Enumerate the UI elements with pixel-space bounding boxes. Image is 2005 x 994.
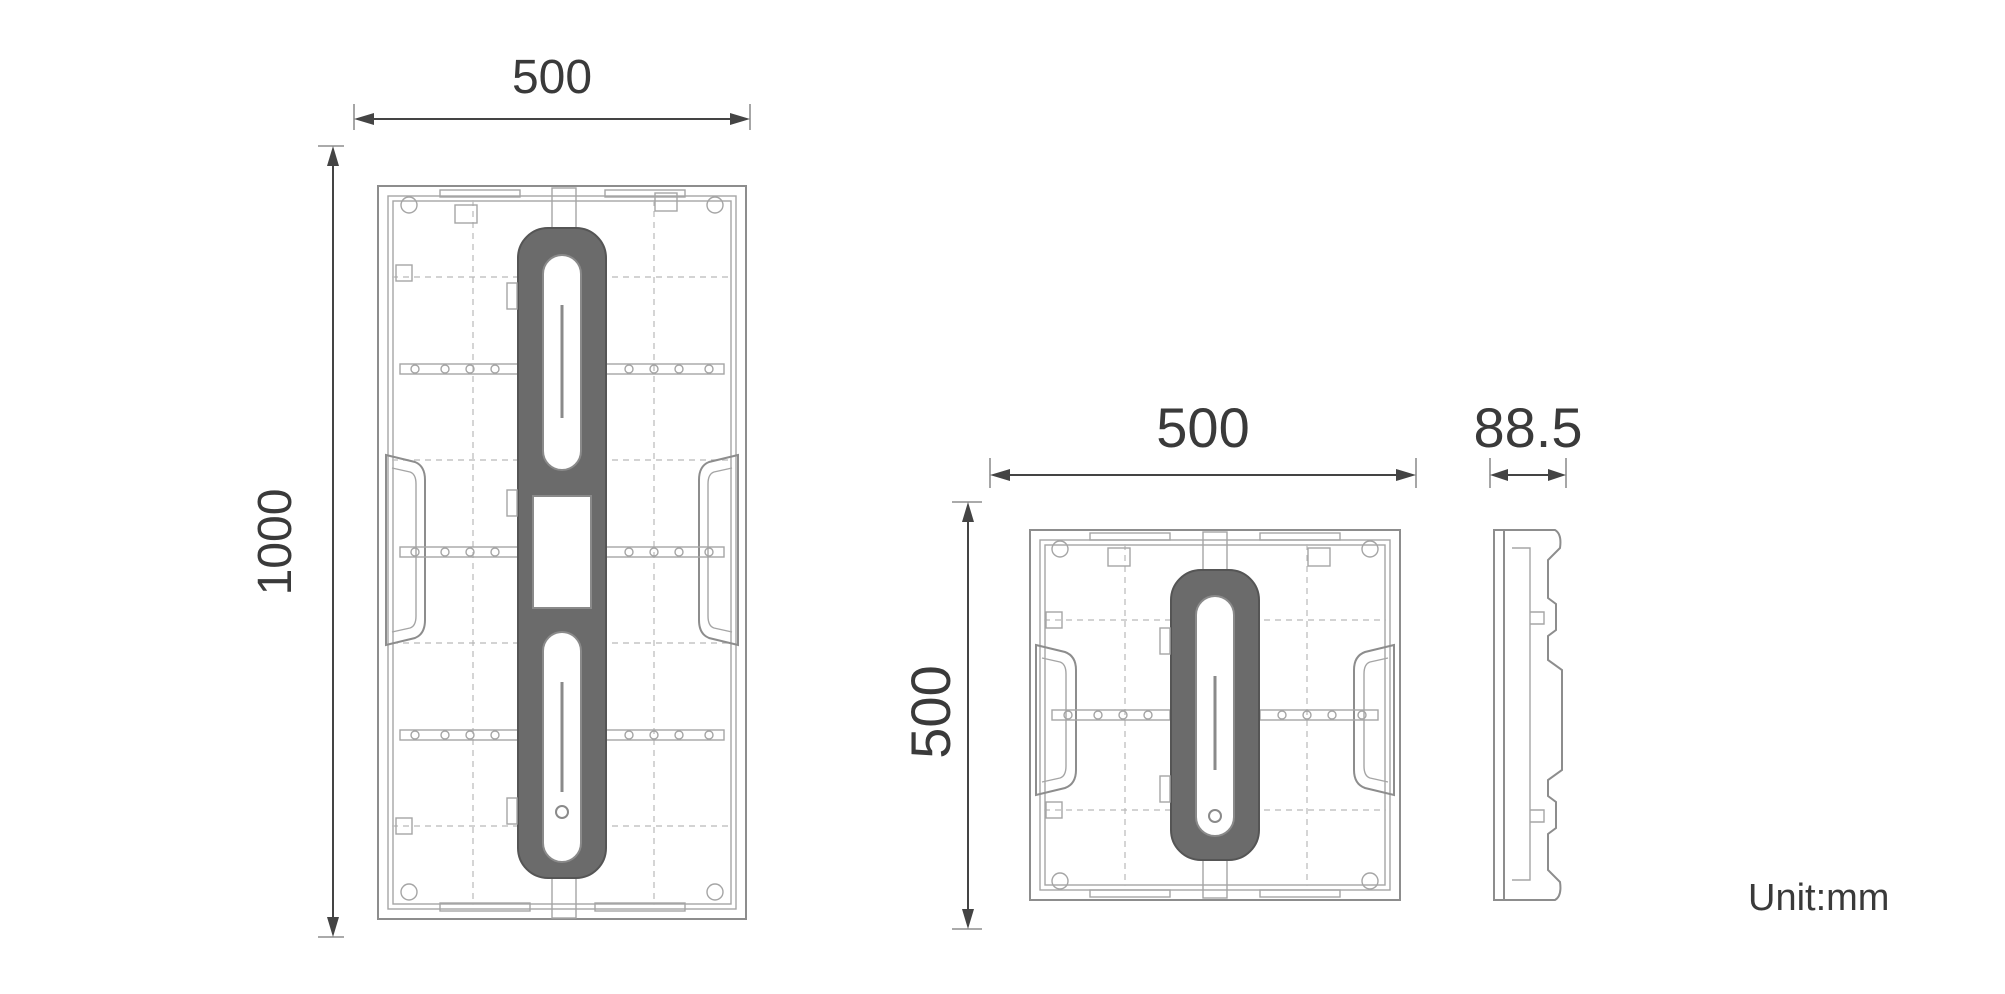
large-height-dimension: 1000 — [249, 145, 344, 938]
small-width-dimension: 500 — [989, 396, 1417, 488]
large-width-label: 500 — [512, 51, 592, 104]
small-panel: 500 500 — [899, 396, 1417, 930]
small-panel-body — [1029, 529, 1401, 901]
small-height-label: 500 — [899, 665, 962, 758]
unit-label: Unit:mm — [1748, 877, 1889, 919]
depth-dimension: 88.5 — [1474, 396, 1583, 488]
side-view: 88.5 — [1474, 396, 1583, 901]
small-width-label: 500 — [1156, 396, 1249, 459]
large-height-label: 1000 — [249, 489, 302, 596]
large-panel-body — [377, 185, 747, 920]
large-width-dimension: 500 — [353, 51, 751, 130]
side-profile — [1493, 529, 1563, 901]
small-height-dimension: 500 — [899, 501, 982, 930]
large-panel: 500 1000 — [249, 51, 751, 938]
depth-label: 88.5 — [1474, 396, 1583, 459]
